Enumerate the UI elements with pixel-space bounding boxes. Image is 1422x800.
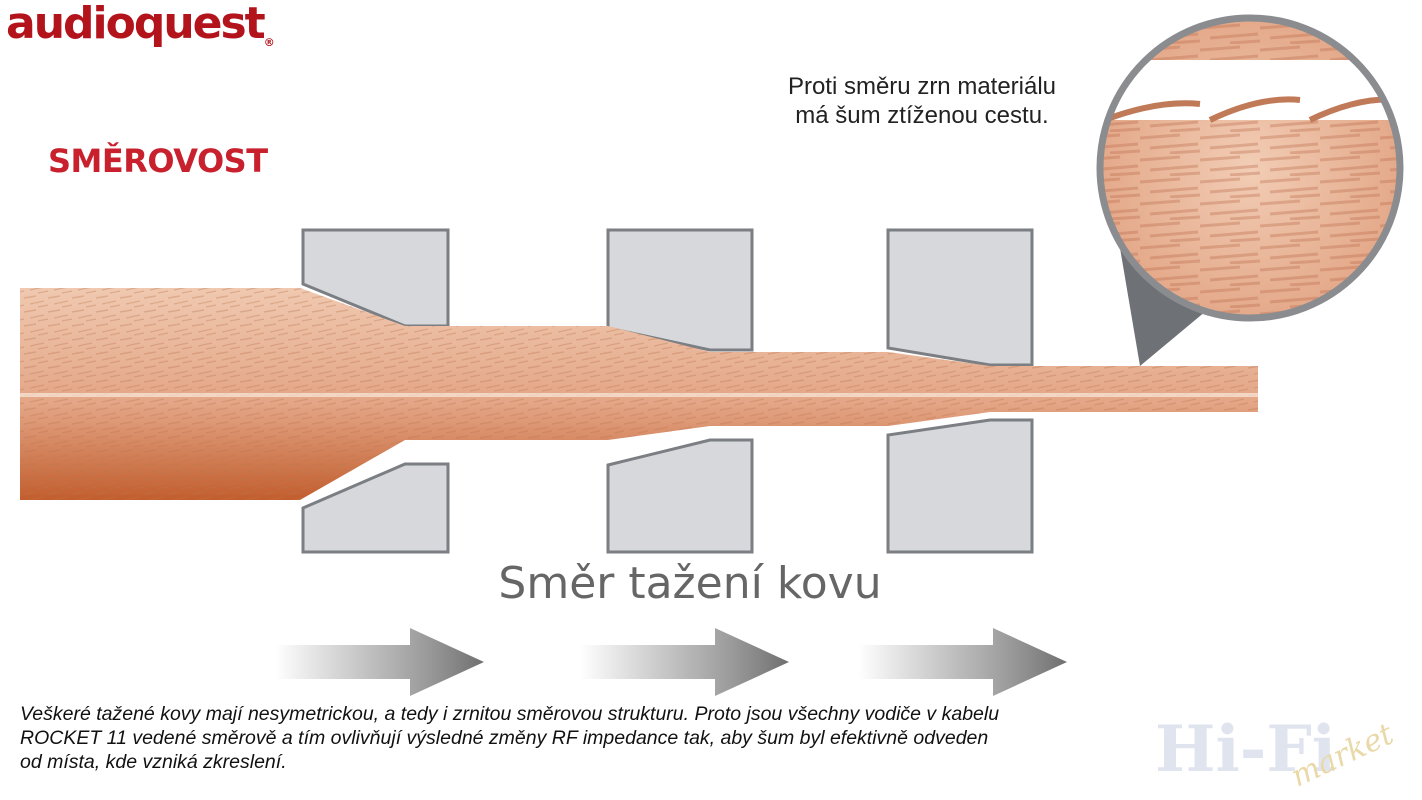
caption-line-3: od místa, kde vzniká zkreslení. bbox=[20, 751, 287, 773]
watermark: Hi-Fi bbox=[1155, 712, 1337, 787]
caption-line-1: Veškeré tažené kovy mají nesymetrickou, … bbox=[20, 703, 1000, 725]
caption: Veškeré tažené kovy mají nesymetrickou, … bbox=[20, 702, 1230, 774]
arrow-right-icon bbox=[275, 628, 484, 696]
logo-text: audioquest bbox=[6, 0, 266, 49]
audioquest-logo: audioquest® bbox=[6, 0, 275, 49]
drawing-direction-label: Směr tažení kovu bbox=[498, 558, 882, 609]
callout-line-2: má šum ztíženou cestu. bbox=[795, 102, 1049, 129]
caption-line-2: ROCKET 11 vedené směrově a tím ovlivňují… bbox=[20, 727, 989, 749]
callout-line-1: Proti směru zrn materiálu bbox=[787, 73, 1057, 100]
arrow-right-icon bbox=[858, 628, 1067, 696]
magnifier-circle-icon bbox=[1096, 14, 1404, 366]
magnifier-callout: Proti směru zrn materiálu má šum ztíženo… bbox=[772, 72, 1072, 130]
section-heading: SMĚROVOST bbox=[48, 142, 268, 180]
arrow-right-icon bbox=[580, 628, 789, 696]
logo-registered-mark: ® bbox=[263, 36, 275, 49]
drawing-die-icon bbox=[606, 228, 754, 554]
drawing-die-icon bbox=[886, 228, 1034, 554]
copper-wire bbox=[0, 280, 1258, 510]
